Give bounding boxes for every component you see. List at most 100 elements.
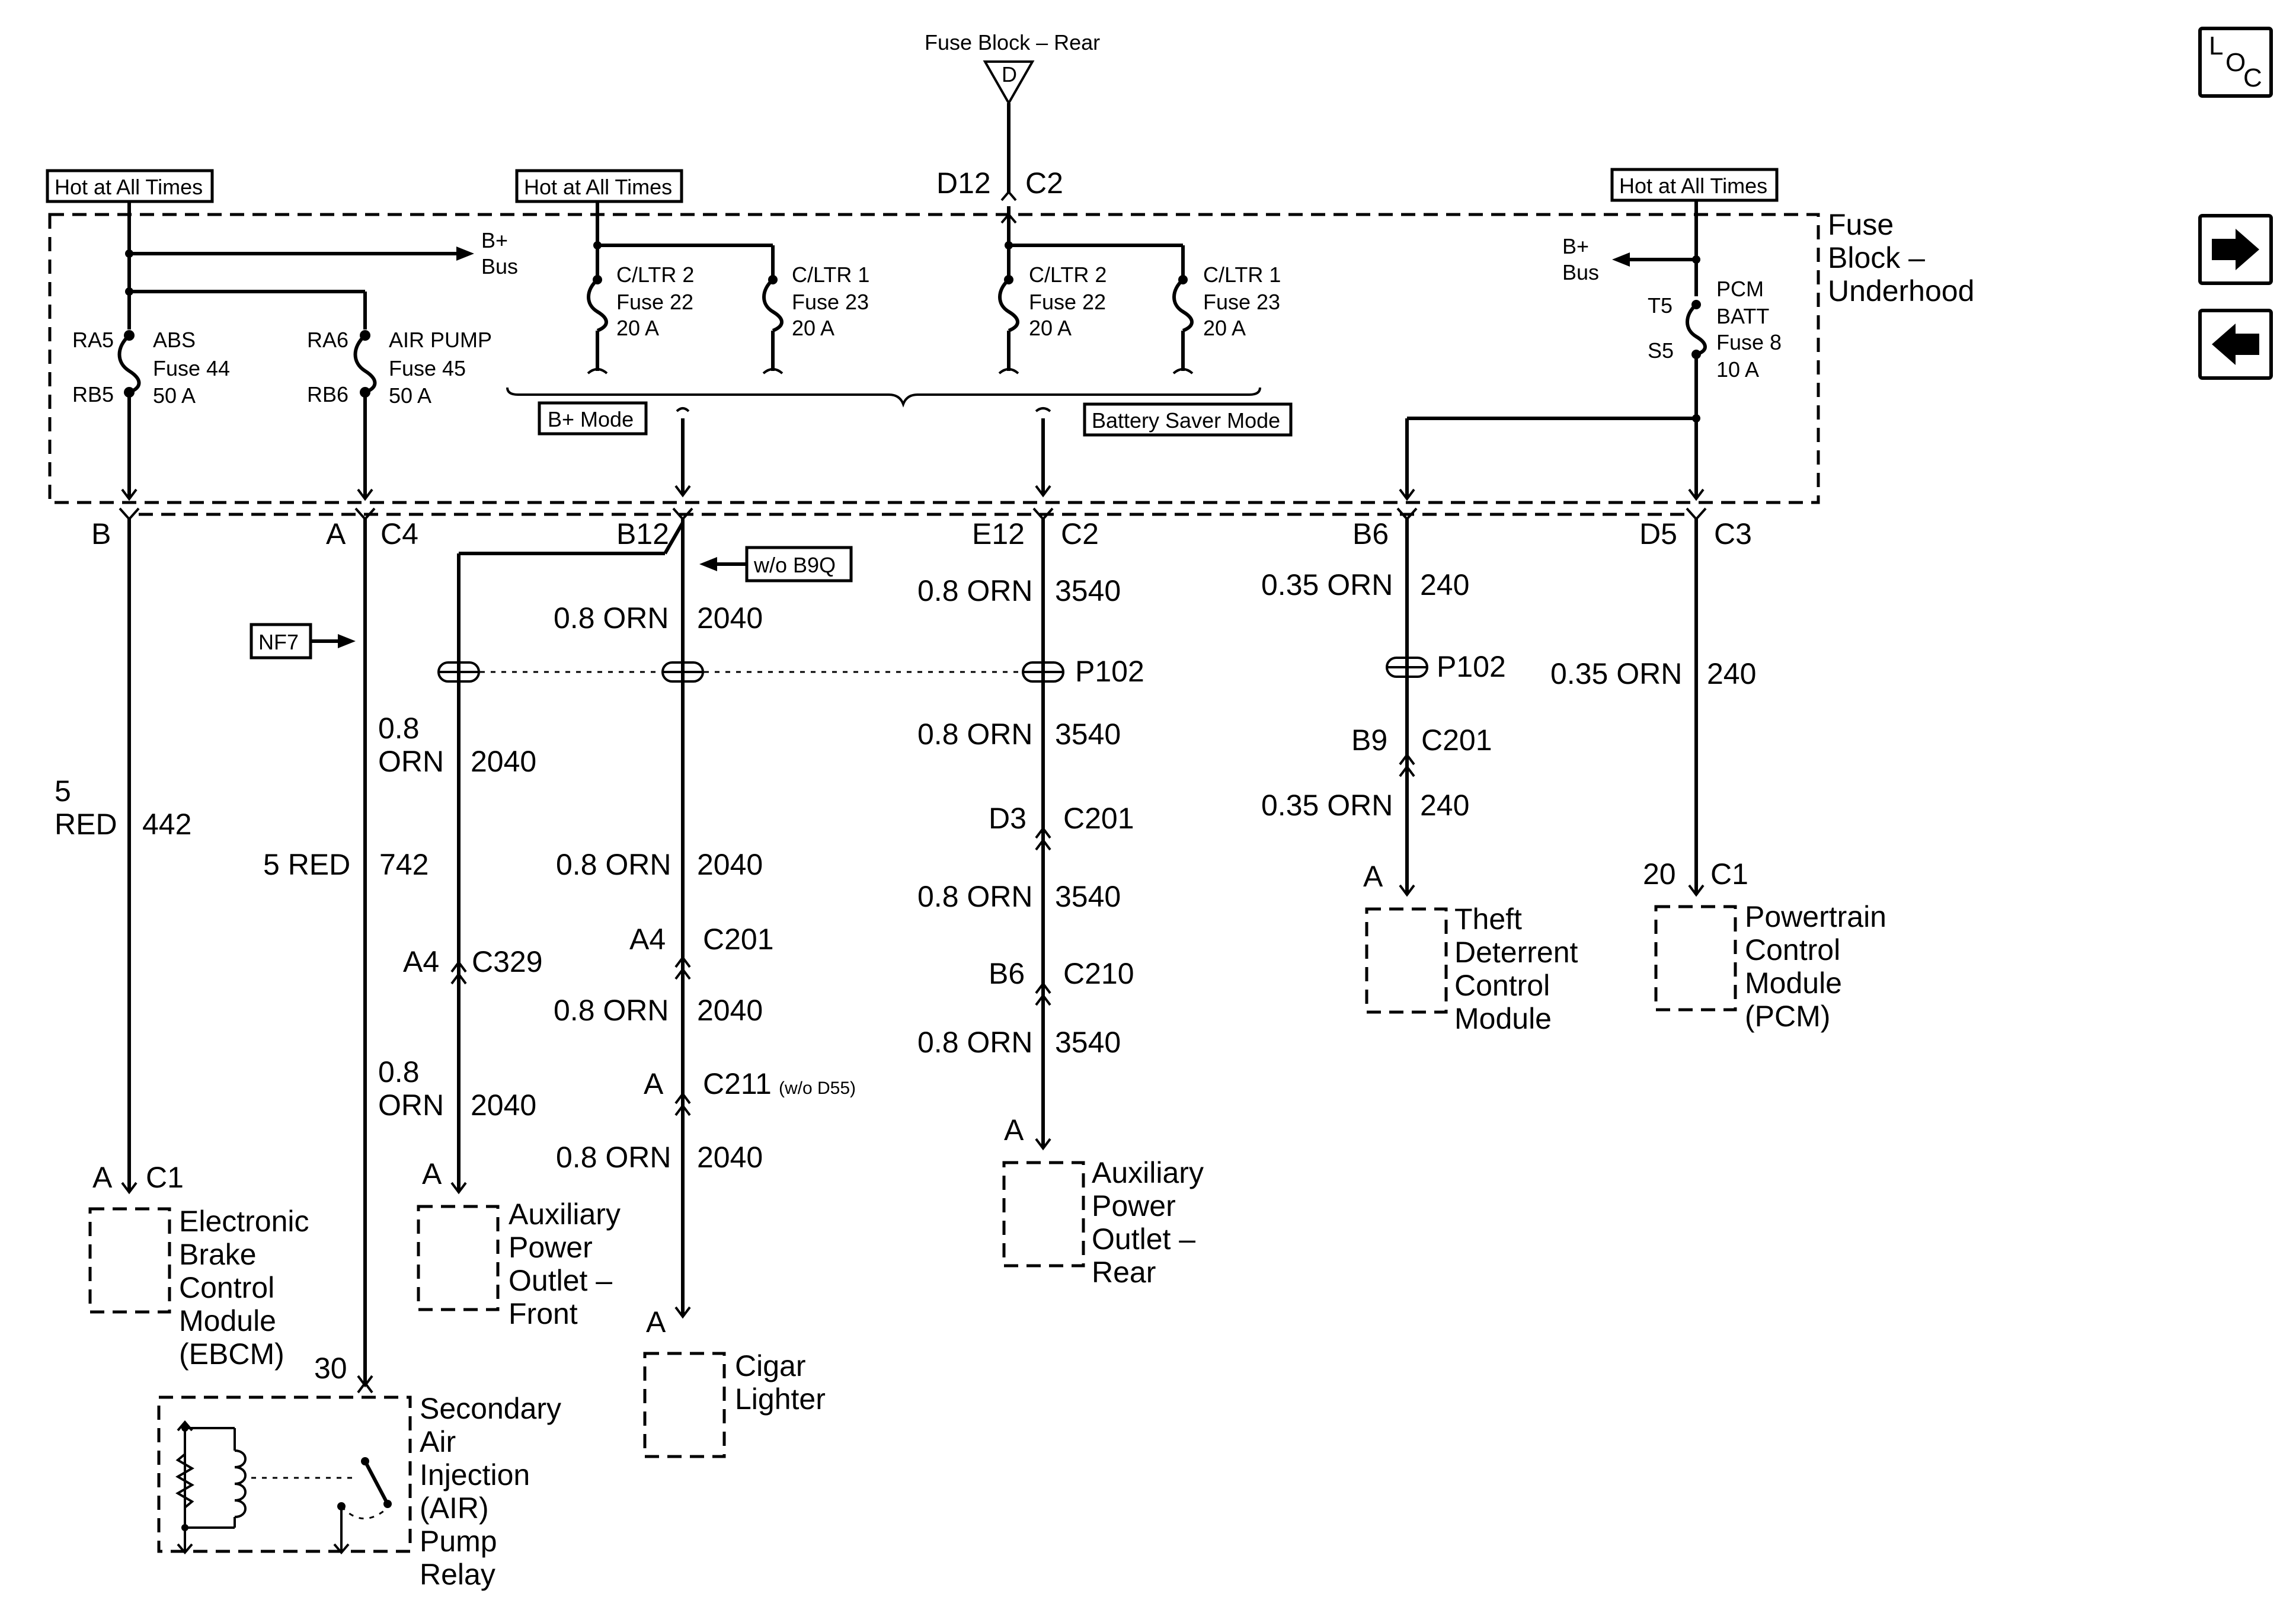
col5-wire-size-4: 0.8 ORN bbox=[917, 1026, 1033, 1059]
theft-module-box bbox=[1365, 907, 1448, 1014]
fuse-abs-amp: 50 A bbox=[153, 383, 196, 408]
col4-wire-circuit-1: 2040 bbox=[697, 601, 763, 635]
pin-b: B bbox=[91, 517, 111, 550]
theft-label-3: Control bbox=[1454, 969, 1550, 1002]
pin-b6: B6 bbox=[1352, 517, 1389, 550]
apo-front-label-2: Power bbox=[509, 1231, 593, 1264]
col6-wire-circuit-2: 240 bbox=[1420, 789, 1469, 822]
air-relay-box bbox=[157, 1395, 412, 1553]
arrow-right-icon bbox=[2212, 229, 2259, 270]
loc-o: O bbox=[2225, 48, 2246, 77]
fuse-abs-name: ABS bbox=[153, 328, 196, 352]
pcm-label-2: Control bbox=[1745, 933, 1840, 966]
pin-c4: C4 bbox=[380, 517, 418, 550]
pcm-label-4: (PCM) bbox=[1745, 1000, 1830, 1033]
apo-front-label-3: Outlet – bbox=[509, 1264, 612, 1297]
fuse-block-rear-symbol bbox=[983, 60, 1035, 106]
col7-wire-circuit: 240 bbox=[1707, 657, 1756, 690]
svg-text:w/o B9Q: w/o B9Q bbox=[753, 553, 836, 577]
cigar-label-2: Lighter bbox=[735, 1382, 826, 1416]
apo-rear-label-3: Outlet – bbox=[1092, 1222, 1195, 1256]
col3-wire-size-b-2: ORN bbox=[378, 1089, 444, 1122]
fuse-pcm-s5: S5 bbox=[1648, 338, 1674, 363]
pcm-label-3: Module bbox=[1745, 966, 1842, 1000]
fuse-cltr1b-amp: 20 A bbox=[1203, 316, 1246, 340]
col1-wire-circuit: 442 bbox=[142, 808, 191, 841]
c201-label-col5: C201 bbox=[1063, 802, 1134, 835]
fuse-cltr1a-name: C/LTR 1 bbox=[792, 263, 869, 287]
fuse-pcm-num: Fuse 8 bbox=[1716, 330, 1782, 354]
col2-wire-size: 5 RED bbox=[263, 848, 350, 881]
air-relay-label-1: Secondary bbox=[420, 1392, 561, 1425]
c201-pin-a4: A4 bbox=[629, 923, 666, 956]
relay-resistor-icon bbox=[175, 1453, 194, 1509]
svg-text:Hot at All Times: Hot at All Times bbox=[1619, 174, 1767, 198]
apo-rear-module-box bbox=[1002, 1161, 1085, 1267]
ebcm-label-5: (EBCM) bbox=[179, 1337, 284, 1371]
col5-wire-circuit-3: 3540 bbox=[1055, 880, 1121, 913]
fuse-air-rb6: RB6 bbox=[307, 382, 348, 406]
fuse-cltr2b-num: Fuse 22 bbox=[1029, 290, 1106, 314]
loc-l: L bbox=[2209, 31, 2223, 60]
p102-connector-col4 bbox=[661, 661, 704, 683]
apo-front-module-box bbox=[417, 1205, 500, 1311]
fuse-block-underhood-line2: Block – bbox=[1828, 241, 1925, 274]
apo-rear-pin-a: A bbox=[1004, 1113, 1024, 1147]
fuse-cltr1b-name: C/LTR 1 bbox=[1203, 263, 1281, 287]
col4-wire-size-2: 0.8 ORN bbox=[556, 848, 671, 881]
fuse-air-ra6: RA6 bbox=[307, 328, 348, 352]
battery-saver-mode-label: Battery Saver Mode bbox=[1083, 402, 1293, 437]
air-relay-pin-30: 30 bbox=[314, 1352, 347, 1385]
p102-connector-col6 bbox=[1386, 657, 1428, 678]
col4-wire-circuit-3: 2040 bbox=[697, 994, 763, 1027]
c211-pin-a: A bbox=[644, 1067, 664, 1100]
apo-rear-label-2: Power bbox=[1092, 1189, 1176, 1222]
fuse-block-rear-pin-c2: C2 bbox=[1025, 167, 1063, 200]
hot-label-2: Hot at All Times bbox=[515, 169, 683, 203]
pin-a-c4: A bbox=[326, 517, 346, 550]
theft-label-2: Deterrent bbox=[1454, 936, 1578, 969]
cigar-label-1: Cigar bbox=[735, 1349, 805, 1382]
col4-wire-circuit-2: 2040 bbox=[697, 848, 763, 881]
c211-wo-d55: (w/o D55) bbox=[779, 1078, 856, 1098]
previous-page-button[interactable] bbox=[2198, 309, 2273, 380]
col5-wire-size-3: 0.8 ORN bbox=[917, 880, 1033, 913]
cigar-pin-a: A bbox=[646, 1305, 666, 1339]
fuse-cltr2b-name: C/LTR 2 bbox=[1029, 263, 1107, 287]
bplus-mode-label: B+ Mode bbox=[538, 401, 648, 436]
wo-b9q-option-label: w/o B9Q bbox=[745, 546, 853, 582]
theft-label-1: Theft bbox=[1454, 902, 1522, 936]
col5-wire-circuit-4: 3540 bbox=[1055, 1026, 1121, 1059]
pin-d5: D5 bbox=[1639, 517, 1677, 550]
col3-wire-circuit-1: 2040 bbox=[471, 745, 536, 778]
col3-wire-circuit-2: 2040 bbox=[471, 1089, 536, 1122]
fuse-air-name: AIR PUMP bbox=[389, 328, 492, 352]
col3-wire-size-b-1: ORN bbox=[378, 745, 444, 778]
col6-wire-size-1: 0.35 ORN bbox=[1261, 568, 1393, 601]
c201-label-col4: C201 bbox=[703, 923, 774, 956]
fuse-cltr1b-num: Fuse 23 bbox=[1203, 290, 1280, 314]
ebcm-label-4: Module bbox=[179, 1304, 276, 1337]
col4-wire-size-4: 0.8 ORN bbox=[556, 1141, 671, 1174]
ebcm-label-2: Brake bbox=[179, 1238, 257, 1271]
fuse-pcm-l2: BATT bbox=[1716, 304, 1769, 328]
pin-c2: C2 bbox=[1061, 517, 1099, 550]
next-page-button[interactable] bbox=[2198, 214, 2273, 285]
bplus-bus-2-b: B+ bbox=[1562, 234, 1589, 258]
bplus-bus-2-bus: Bus bbox=[1562, 260, 1599, 284]
c201-pin-d3: D3 bbox=[989, 802, 1027, 835]
location-button[interactable]: L O C bbox=[2198, 27, 2273, 98]
fuse-block-rear-pin-d12: D12 bbox=[936, 167, 991, 200]
col5-wire-circuit-1: 3540 bbox=[1055, 574, 1121, 607]
col5-wire-size-2: 0.8 ORN bbox=[917, 718, 1033, 751]
fuse-cltr2a-name: C/LTR 2 bbox=[616, 263, 694, 287]
pcm-label-1: Powertrain bbox=[1745, 900, 1886, 933]
col4-wire-size-3: 0.8 ORN bbox=[554, 994, 669, 1027]
col1-wire-size-b: RED bbox=[55, 808, 117, 841]
apo-rear-label-1: Auxiliary bbox=[1092, 1156, 1204, 1189]
bplus-bus-1-b: B+ bbox=[481, 228, 508, 252]
c201-label-col6: C201 bbox=[1421, 724, 1492, 757]
fuse-abs-ra5: RA5 bbox=[72, 328, 114, 352]
theft-label-4: Module bbox=[1454, 1002, 1552, 1035]
